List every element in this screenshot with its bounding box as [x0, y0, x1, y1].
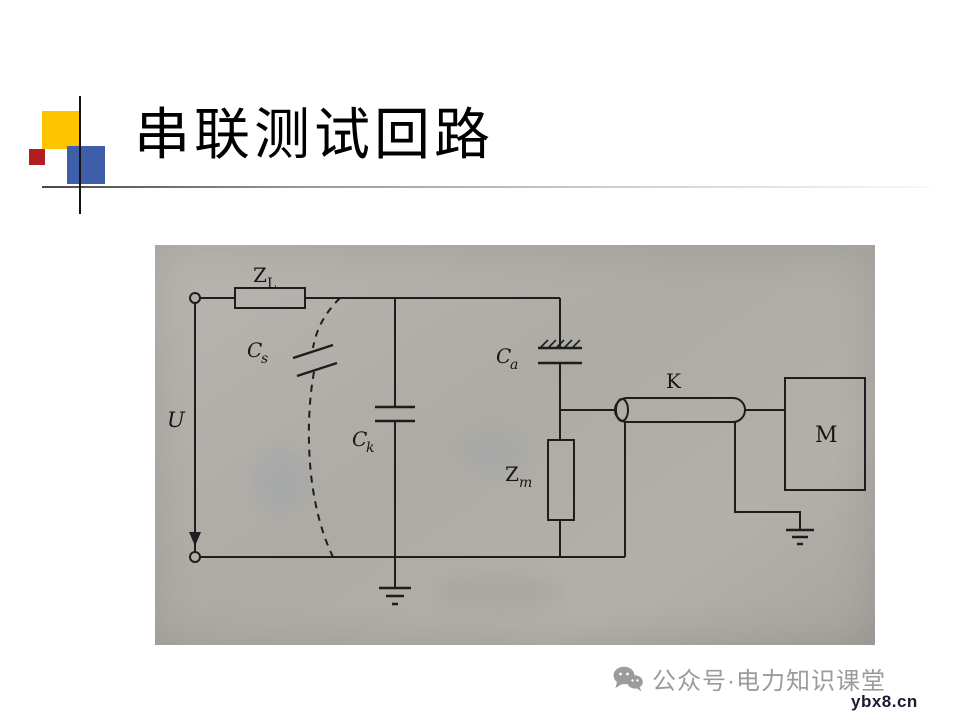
- title-underline: [42, 186, 930, 188]
- label-cs: C: [247, 338, 262, 362]
- ca-capacitor: [538, 339, 582, 365]
- circuit-svg: Z L U C s C k C a Z m K M: [167, 263, 866, 606]
- label-zl: Z: [253, 263, 267, 287]
- label-ca: C: [496, 344, 511, 368]
- slide-title: 串联测试回路: [134, 105, 494, 167]
- zm-impedance: [547, 439, 575, 521]
- label-zl-sub: L: [267, 276, 276, 292]
- scan-artifact: [460, 430, 530, 475]
- circuit-wires: [194, 297, 801, 588]
- label-ck: C: [352, 427, 367, 451]
- decoration-red-square: [29, 149, 45, 165]
- cs-stray-capacitance: [292, 297, 341, 558]
- label-m: M: [815, 423, 838, 448]
- label-u: U: [167, 408, 186, 432]
- watermark-text: 公众号·电力知识课堂: [652, 668, 886, 695]
- decoration-vertical-line: [79, 96, 81, 214]
- label-k: K: [666, 369, 682, 393]
- wechat-icon: [613, 666, 643, 692]
- ground-symbols: [379, 528, 814, 606]
- watermark: 公众号·电力知识课堂: [612, 661, 886, 696]
- circuit-diagram: Z L U C s C k C a Z m K M: [155, 245, 875, 645]
- decoration-yellow-square: [42, 111, 80, 149]
- ca-hatching: [539, 339, 581, 349]
- scan-artifact: [435, 575, 565, 610]
- label-ck-sub: k: [366, 440, 374, 456]
- label-cs-sub: s: [261, 351, 268, 367]
- zl-impedance: [234, 287, 306, 309]
- label-zm-sub: m: [519, 475, 532, 491]
- label-ca-sub: a: [510, 357, 518, 373]
- decoration-blue-square: [67, 146, 105, 184]
- voltage-arrow: [189, 532, 201, 546]
- ck-capacitor: [375, 405, 415, 423]
- instrument-m: [784, 377, 866, 491]
- cable-k: [614, 397, 746, 423]
- scan-artifact: [250, 445, 310, 515]
- label-zm: Z: [505, 462, 519, 486]
- source-terminals: [189, 292, 201, 563]
- circuit-labels: Z L U C s C k C a Z m K M: [167, 263, 838, 491]
- site-url: ybx8.cn: [851, 692, 918, 711]
